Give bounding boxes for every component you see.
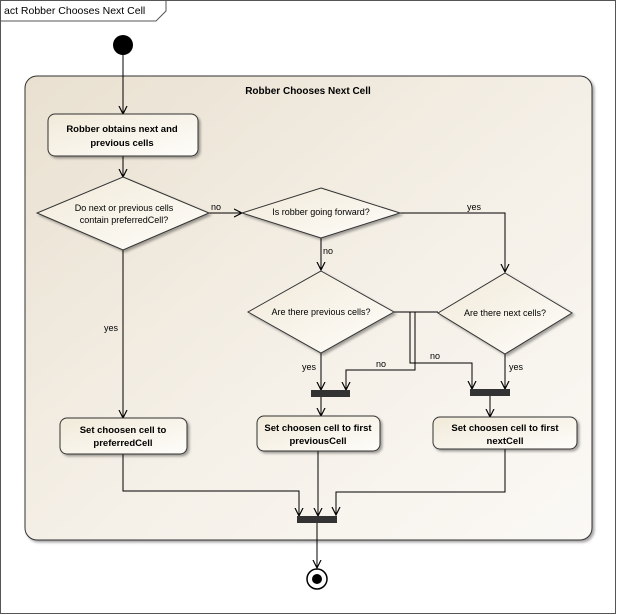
guard-next-yes: yes	[509, 362, 524, 372]
guard-next-no: no	[430, 351, 440, 361]
flow-preferred-to-merge	[122, 454, 299, 516]
guard-labels: no yes yes no yes no no yes	[104, 202, 524, 372]
guard-forward-yes: yes	[467, 202, 482, 212]
decision-contains-line1: Do next or previous cells	[75, 203, 174, 213]
guard-previous-no: no	[376, 359, 386, 369]
action-next-line2: nextCell	[487, 436, 524, 447]
join-bar-previous	[311, 390, 350, 397]
final-node	[306, 568, 328, 590]
frame-tab	[0, 0, 167, 22]
action-obtain-cells: Robber obtains next and previous cells	[47, 113, 199, 157]
action-set-preferred: Set choosen cell to preferredCell	[59, 417, 188, 455]
decision-has-next: Are there next cells?	[437, 272, 573, 355]
guard-preferred-no: no	[211, 202, 221, 212]
control-flows	[123, 55, 505, 568]
decision-forward-label: Is robber going forward?	[272, 207, 370, 217]
join-bar-next	[470, 389, 510, 396]
action-preferred-line1: Set choosen cell to	[80, 425, 167, 436]
action-next-line1: Set choosen cell to first	[451, 423, 559, 434]
merge-bar	[297, 516, 337, 523]
guard-preferred-yes: yes	[104, 323, 119, 333]
flow-forward-yes	[400, 212, 505, 272]
action-previous-line2: previousCell	[289, 436, 346, 447]
decision-previous-label: Are there previous cells?	[271, 307, 370, 317]
decision-next-label: Are there next cells?	[464, 308, 546, 318]
action-previous-line1: Set choosen cell to first	[264, 423, 372, 434]
region-title: Robber Chooses Next Cell	[245, 86, 371, 97]
flow-previous-no	[346, 311, 416, 390]
frame-title: act Robber Chooses Next Cell	[4, 5, 145, 17]
action-obtain-line2: previous cells	[90, 138, 153, 149]
decision-contains-preferred: Do next or previous cells contain prefer…	[35, 176, 211, 251]
decision-has-previous: Are there previous cells?	[246, 270, 396, 354]
flow-next-no	[409, 311, 472, 389]
guard-previous-yes: yes	[302, 362, 317, 372]
decision-contains-line2: contain preferredCell?	[80, 215, 169, 225]
action-preferred-line2: preferredCell	[93, 438, 152, 449]
action-obtain-line1: Robber obtains next and	[66, 124, 178, 135]
decision-going-forward: Is robber going forward?	[240, 187, 402, 239]
action-set-previous: Set choosen cell to first previousCell	[256, 415, 381, 452]
guard-forward-no: no	[323, 246, 333, 256]
action-set-next: Set choosen cell to first nextCell	[432, 416, 578, 450]
initial-node	[113, 35, 133, 55]
flow-next-to-merge	[336, 449, 506, 515]
